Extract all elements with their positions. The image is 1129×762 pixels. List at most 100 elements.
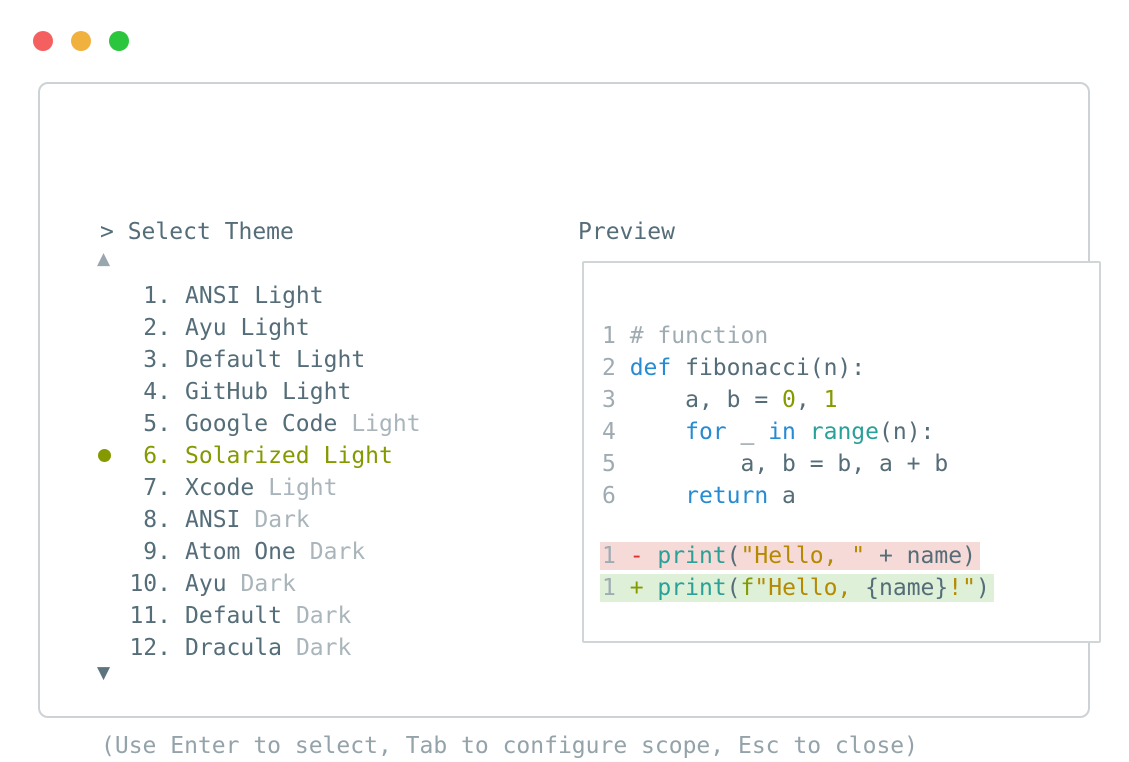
code-token: range (809, 419, 879, 445)
code-token: 0 (782, 387, 796, 413)
preview-label: Preview (578, 219, 675, 245)
close-button[interactable] (33, 31, 53, 51)
code-token: , (795, 387, 824, 413)
prompt-caret: > (100, 219, 114, 245)
code-line: 2 def fibonacci(n): (602, 352, 1093, 384)
selected-bullet-icon (98, 449, 111, 462)
code-token (796, 419, 810, 445)
theme-variant: Dark (254, 507, 310, 533)
code-token: a (768, 483, 796, 509)
select-theme-title: Select Theme (113, 219, 294, 245)
theme-variant: Light (282, 379, 352, 405)
diff-line-removed: 1 - print("Hello, " + name) (600, 539, 1093, 571)
code-token: + (629, 574, 658, 601)
theme-list-item[interactable]: 2. Ayu Light (40, 312, 560, 344)
code-token: for (685, 419, 727, 445)
code-line: 5 a, b = b, a + b (602, 448, 1093, 480)
theme-variant: Light (240, 315, 310, 341)
theme-list-item[interactable]: 4. GitHub Light (40, 376, 560, 408)
line-number: 4 (602, 419, 630, 445)
code-token (630, 419, 685, 445)
theme-number: 2. (143, 315, 171, 341)
theme-list-item[interactable]: 5. Google Code Light (40, 408, 560, 440)
theme-list-item[interactable]: 8. ANSI Dark (40, 504, 560, 536)
theme-variant: Dark (295, 603, 352, 629)
code-token: (n): (879, 419, 935, 445)
theme-name: Solarized (185, 443, 310, 469)
theme-list-item[interactable]: 6. Solarized Light (40, 440, 560, 472)
theme-variant: Dark (309, 539, 366, 565)
scroll-up-icon[interactable]: ▲ (97, 249, 111, 269)
theme-number: 3. (143, 347, 171, 373)
code-token: a, b = b, a + b (629, 451, 949, 477)
theme-number: 10. (129, 571, 171, 597)
theme-number: 9. (143, 539, 171, 565)
code-token: "Hello, (754, 574, 866, 601)
code-token: ( (726, 574, 741, 601)
theme-variant: Light (351, 411, 421, 437)
theme-variant: Dark (240, 571, 296, 597)
code-token (630, 483, 685, 509)
line-number: 1 (602, 323, 630, 349)
theme-number: 5. (143, 411, 171, 437)
code-token: ) (975, 574, 990, 601)
theme-number: 7. (143, 475, 171, 501)
theme-number: 12. (129, 635, 171, 661)
theme-number: 11. (129, 603, 171, 629)
theme-name: Ayu (185, 315, 227, 341)
code-line: 3 a, b = 0, 1 (602, 384, 1093, 416)
maximize-button[interactable] (109, 31, 129, 51)
code-token: 1 (823, 387, 838, 413)
theme-name: GitHub (185, 379, 269, 405)
theme-name: ANSI (185, 507, 241, 533)
theme-list-item[interactable]: 11. Default Dark (40, 600, 560, 632)
theme-name: ANSI (185, 283, 241, 309)
code-token: print (657, 542, 727, 569)
scroll-down-icon[interactable]: ▼ (97, 663, 111, 683)
diff-highlight-added: 1 + print(f"Hello, {name}!") (600, 573, 994, 602)
line-number: 3 (602, 387, 630, 413)
minimize-button[interactable] (71, 31, 91, 51)
code-token: print (657, 574, 727, 601)
code-line: 4 for _ in range(n): (602, 416, 1093, 448)
theme-list-item[interactable]: 1. ANSI Light (40, 280, 560, 312)
theme-name: Xcode (185, 475, 255, 501)
code-token: "Hello, " (740, 542, 866, 569)
code-token: + name) (865, 542, 976, 569)
theme-number: 8. (143, 507, 171, 533)
code-token: {name} (865, 574, 949, 601)
select-theme-header: > Select Theme (100, 216, 294, 248)
code-token: - (629, 542, 658, 569)
code-token: # function (629, 323, 769, 349)
theme-variant: Light (254, 283, 324, 309)
diff-highlight-removed: 1 - print("Hello, " + name) (600, 541, 980, 570)
theme-name: Default (185, 603, 282, 629)
line-number: 5 (602, 451, 630, 477)
keyboard-hint: (Use Enter to select, Tab to configure s… (101, 733, 918, 759)
code-token: in (768, 419, 796, 445)
line-number: 6 (602, 483, 630, 509)
theme-variant: Light (323, 443, 393, 469)
code-token: f (740, 574, 755, 601)
window-controls (33, 31, 129, 51)
line-number: 2 (602, 355, 630, 381)
theme-number: 1. (143, 283, 171, 309)
code-line: 1 # function (602, 320, 1093, 352)
code-line: 6 return a (602, 480, 1093, 512)
diff-line-added: 1 + print(f"Hello, {name}!") (600, 571, 1093, 603)
code-token: fibonacci(n): (685, 355, 866, 381)
theme-name: Dracula (185, 635, 282, 661)
code-token: a, b = (629, 387, 783, 413)
theme-number: 6. (143, 443, 171, 469)
theme-number: 4. (143, 379, 171, 405)
theme-name: Google Code (185, 411, 338, 437)
